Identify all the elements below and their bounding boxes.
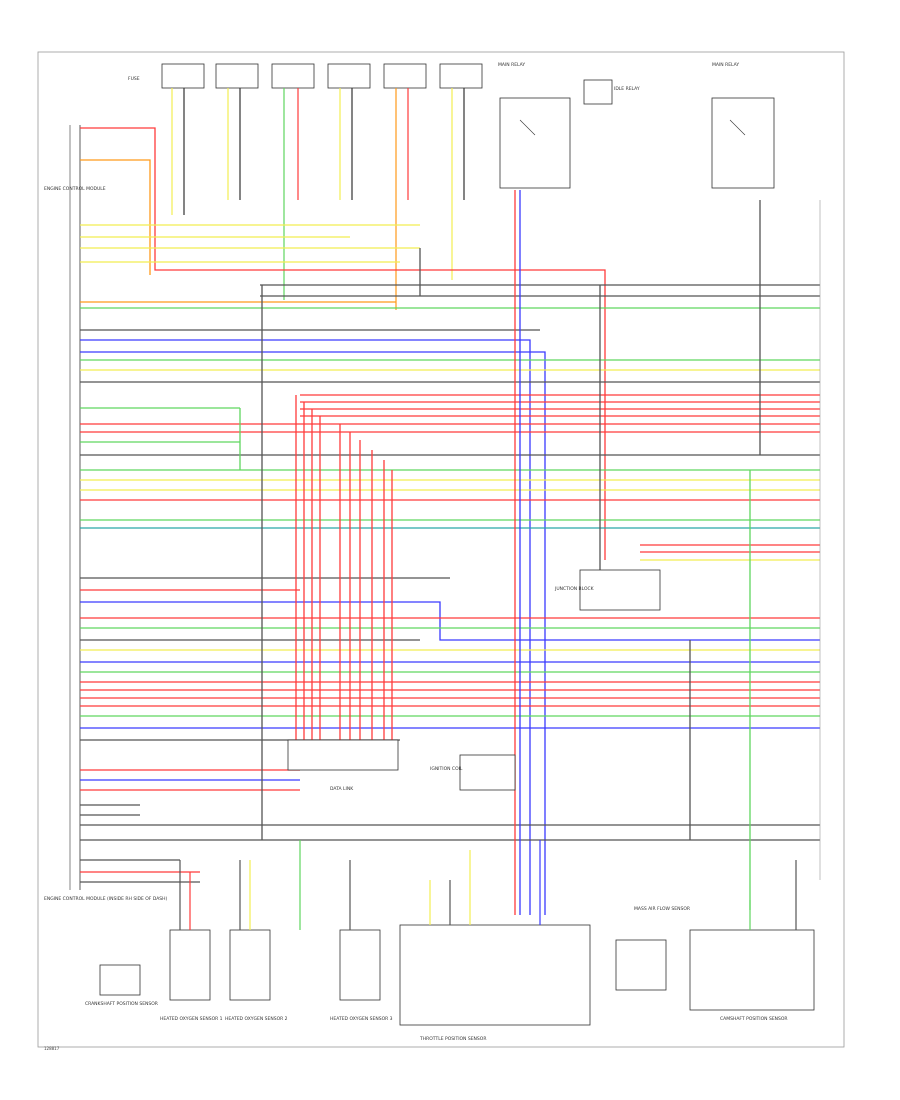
top-connector-2 <box>215 63 259 89</box>
bottom-wires <box>179 840 797 930</box>
ecm-label: ENGINE CONTROL MODULE <box>44 186 106 192</box>
svg-text:THROTTLE POSITION SENSOR: THROTTLE POSITION SENSOR <box>419 1036 486 1042</box>
main-relay-right: MAIN RELAY <box>711 62 775 189</box>
svg-text:MASS AIR FLOW SENSOR: MASS AIR FLOW SENSOR <box>634 906 690 912</box>
diagram-frame <box>37 51 845 1048</box>
data-link-connector: DATA LINK <box>287 739 399 792</box>
mass-air-flow <box>615 939 667 991</box>
oxygen-sensor-2 <box>229 929 271 1001</box>
svg-text:HEATED OXYGEN SENSOR 3: HEATED OXYGEN SENSOR 3 <box>330 1016 393 1022</box>
svg-text:MAIN RELAY: MAIN RELAY <box>498 62 525 68</box>
oxygen-sensor-1 <box>169 929 211 1001</box>
throttle-sensor <box>399 924 591 1026</box>
svg-text:JUNCTION BLOCK: JUNCTION BLOCK <box>554 586 595 592</box>
idle-relay: IDLE RELAY <box>583 79 640 105</box>
top-connectors: FUSE <box>128 63 483 89</box>
fuse-label: FUSE <box>128 76 140 82</box>
svg-text:HEATED OXYGEN SENSOR 2: HEATED OXYGEN SENSOR 2 <box>225 1016 288 1022</box>
main-relay-left: MAIN RELAY <box>498 62 571 189</box>
top-connector-1 <box>161 63 205 89</box>
bottom-sensors: CRANKSHAFT POSITION SENSOR HEATED OXYGEN… <box>85 906 815 1042</box>
svg-text:MAIN RELAY: MAIN RELAY <box>712 62 739 68</box>
top-connector-5 <box>383 63 427 89</box>
crank-sensor <box>99 964 141 996</box>
junction-block: JUNCTION BLOCK <box>554 569 661 611</box>
top-connector-4 <box>327 63 371 89</box>
ecm-bottom-label: ENGINE CONTROL MODULE (INSIDE RH SIDE OF… <box>44 896 168 902</box>
svg-text:IDLE RELAY: IDLE RELAY <box>614 86 640 92</box>
svg-text:HEATED OXYGEN SENSOR 1: HEATED OXYGEN SENSOR 1 <box>160 1016 223 1022</box>
top-wires <box>171 88 465 310</box>
top-connector-3 <box>271 63 315 89</box>
top-connector-6 <box>439 63 483 89</box>
ignition-coil: IGNITION COIL <box>430 754 516 791</box>
vertical-bus <box>239 190 761 915</box>
cam-sensor <box>689 929 815 1011</box>
svg-text:DATA LINK: DATA LINK <box>330 786 354 792</box>
oxygen-sensor-3 <box>339 929 381 1001</box>
ecm-block: ENGINE CONTROL MODULE ENGINE CONTROL MOD… <box>44 125 168 902</box>
svg-text:CAMSHAFT POSITION SENSOR: CAMSHAFT POSITION SENSOR <box>720 1016 788 1022</box>
svg-text:CRANKSHAFT POSITION SENSOR: CRANKSHAFT POSITION SENSOR <box>85 1001 158 1007</box>
footer-code: 128817 <box>44 1046 60 1051</box>
ecm-horizontal-wires <box>80 127 820 915</box>
svg-text:IGNITION COIL: IGNITION COIL <box>430 766 463 772</box>
